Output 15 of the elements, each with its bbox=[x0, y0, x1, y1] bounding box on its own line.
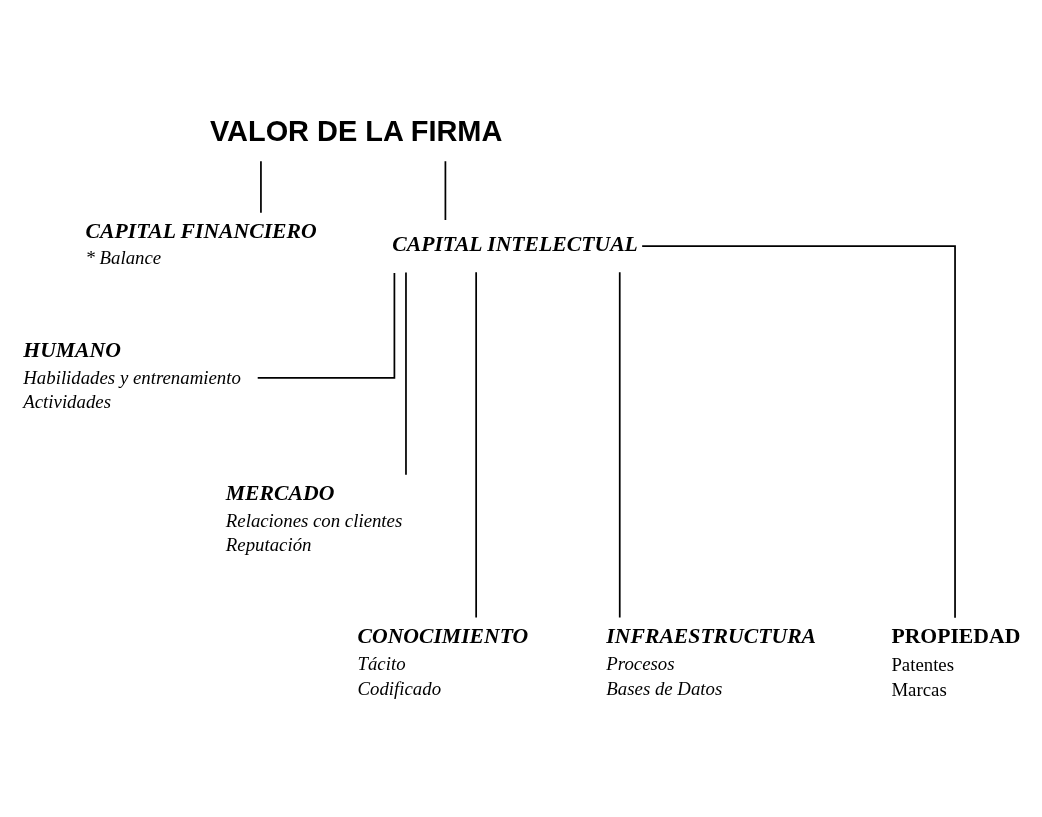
connector bbox=[405, 271, 407, 476]
connector bbox=[618, 271, 621, 618]
connector bbox=[641, 244, 956, 619]
node-text: MERCADO Relaciones con clientes Reputación bbox=[225, 480, 403, 555]
node-text: CAPITAL INTELECTUAL bbox=[392, 231, 638, 256]
node-text: INFRAESTRUCTURA Procesos Bases de Datos bbox=[606, 623, 817, 699]
node-text: CAPITAL FINANCIERO * Balance bbox=[85, 218, 317, 268]
connector bbox=[260, 159, 262, 214]
connector bbox=[256, 271, 396, 379]
connector bbox=[475, 271, 477, 618]
node-text: CONOCIMIENTO Tácito Codificado bbox=[357, 623, 529, 699]
connector bbox=[444, 159, 447, 221]
node-text: VALOR DE LA FIRMA bbox=[209, 114, 503, 147]
node-text: HUMANO Habilidades y entrenamiento Actividades bbox=[23, 337, 241, 412]
node-text: PROPIEDAD Patentes Marcas bbox=[891, 623, 1021, 700]
